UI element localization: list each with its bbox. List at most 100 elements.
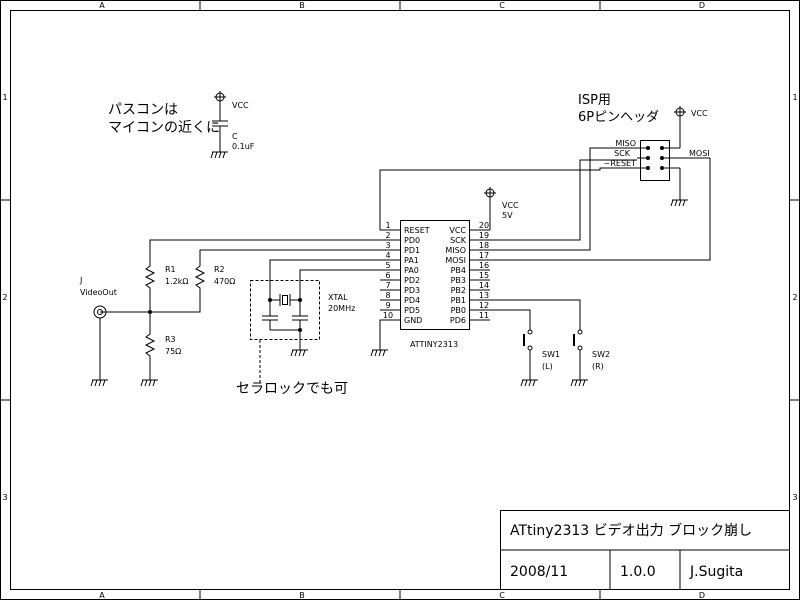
ground-symbol-isp bbox=[670, 199, 688, 207]
bypass-note-line2: マイコンの近くに bbox=[108, 120, 220, 136]
wires bbox=[99, 147, 711, 380]
crystal: XTAL 20MHz bbox=[250, 280, 355, 385]
chip-pin-name: PD2 bbox=[404, 276, 420, 285]
vcc-symbol-cap bbox=[214, 91, 226, 103]
chip-pin-number: 14 bbox=[479, 281, 489, 290]
zone-row-3-right: 3 bbox=[792, 493, 797, 502]
chip-pin-number: 8 bbox=[385, 291, 390, 300]
chip-pin-name: PB0 bbox=[451, 306, 466, 315]
chip-pin-name: PD1 bbox=[404, 246, 420, 255]
r2-value: 470Ω bbox=[214, 277, 235, 286]
cap-ref: C bbox=[232, 132, 238, 141]
zone-col-b-bottom: B bbox=[299, 591, 305, 600]
xtal-value: 20MHz bbox=[328, 304, 355, 313]
chip-pin-name: GND bbox=[404, 316, 422, 325]
isp-sck-label: SCK bbox=[614, 149, 631, 158]
chip-name: ATTINY2313 bbox=[410, 340, 458, 349]
bypass-capacitor: VCC C 0.1uF bbox=[210, 91, 255, 159]
switch-sw2: SW2 (R) bbox=[573, 329, 610, 380]
zone-col-d-bottom: D bbox=[699, 591, 705, 600]
vcc-5v-label: 5V bbox=[502, 211, 513, 220]
sw1-label: (L) bbox=[542, 362, 553, 371]
vcc-label-isp: VCC bbox=[691, 109, 708, 118]
sw2-ref: SW2 bbox=[592, 350, 610, 359]
zone-row-2: 2 bbox=[2, 293, 7, 302]
zone-row-2-right: 2 bbox=[792, 293, 797, 302]
chip-pin-number: 9 bbox=[385, 301, 390, 310]
chip-pin-number: 7 bbox=[385, 281, 390, 290]
zone-col-a: A bbox=[99, 1, 105, 10]
chip-pin-name: PD3 bbox=[404, 286, 420, 295]
title-block: ATtiny2313 ビデオ出力 ブロック崩し 2008/11 1.0.0 J.… bbox=[500, 510, 790, 590]
vcc-label-cap: VCC bbox=[232, 101, 249, 110]
jack-ref: J bbox=[79, 276, 82, 285]
chip-pin-name: PB2 bbox=[451, 286, 466, 295]
bypass-note-line1: パスコンは bbox=[108, 102, 178, 118]
resistor-r1: R1 1.2kΩ bbox=[144, 262, 188, 290]
zone-col-c-bottom: C bbox=[499, 591, 505, 600]
chip-pin-name: PA0 bbox=[404, 266, 419, 275]
chip-pin-name: SCK bbox=[450, 236, 467, 245]
zone-col-a-bottom: A bbox=[99, 591, 105, 600]
chip-pin-name: MOSI bbox=[445, 256, 466, 265]
chip-pin-number: 15 bbox=[479, 271, 489, 280]
chip-pin-number: 6 bbox=[385, 271, 390, 280]
chip-pin-number: 1 bbox=[385, 221, 390, 230]
isp-reset-label: ~RESET bbox=[604, 159, 636, 168]
zone-col-d: D bbox=[699, 1, 705, 10]
zone-row-1: 1 bbox=[2, 93, 7, 102]
resistor-r2: R2 470Ω bbox=[194, 262, 235, 290]
chip-pin-number: 2 bbox=[385, 231, 390, 240]
chip-pin-name: MISO bbox=[445, 246, 466, 255]
chip-pin-number: 16 bbox=[479, 261, 489, 270]
chip-pin-number: 13 bbox=[479, 291, 489, 300]
zone-col-b: B bbox=[299, 1, 305, 10]
chip-pin-name: PA1 bbox=[404, 256, 419, 265]
video-jack: J VideoOut bbox=[79, 276, 117, 319]
chip-pin-name: PD5 bbox=[404, 306, 420, 315]
chip-pin-name: PD0 bbox=[404, 236, 420, 245]
author-text: J.Sugita bbox=[689, 564, 743, 580]
chip-pin-number: 10 bbox=[383, 311, 393, 320]
chip-pin-number: 11 bbox=[479, 311, 489, 320]
switch-sw1: SW1 (L) bbox=[523, 329, 560, 380]
vcc-symbol-isp bbox=[674, 106, 686, 118]
ground-symbol bbox=[90, 379, 108, 387]
vcc-label-chip: VCC bbox=[502, 201, 519, 210]
r1-value: 1.2kΩ bbox=[165, 277, 188, 286]
chip-pin-number: 5 bbox=[385, 261, 390, 270]
isp-note-line1: ISP用 bbox=[578, 93, 611, 108]
isp-header: MISO SCK ~RESET MOSI VCC bbox=[604, 106, 710, 207]
chip-pin-number: 3 bbox=[385, 241, 390, 250]
r3-ref: R3 bbox=[165, 335, 176, 344]
ground-symbol-cap bbox=[210, 151, 228, 159]
chip-pin-name: PD6 bbox=[450, 316, 466, 325]
ground-symbol bbox=[290, 349, 308, 357]
xtal-ref: XTAL bbox=[328, 293, 348, 302]
chip-pin-name: PB1 bbox=[451, 296, 466, 305]
cap-value: 0.1uF bbox=[232, 142, 255, 151]
sw1-ref: SW1 bbox=[542, 350, 560, 359]
zone-row-1-right: 1 bbox=[792, 93, 797, 102]
chip-pin-number: 20 bbox=[479, 221, 489, 230]
chip-pin-number: 12 bbox=[479, 301, 489, 310]
isp-mosi-label: MOSI bbox=[689, 149, 710, 158]
ceramic-note: セラロックでも可 bbox=[236, 381, 348, 397]
ground-symbol bbox=[140, 379, 158, 387]
ground-symbol bbox=[570, 379, 588, 387]
zone-col-c: C bbox=[499, 1, 505, 10]
resistor-r3: R3 75Ω bbox=[144, 330, 181, 360]
zone-row-3: 3 bbox=[2, 493, 7, 502]
r1-ref: R1 bbox=[165, 265, 176, 274]
chip-pin-name: PB4 bbox=[451, 266, 466, 275]
junction-dot bbox=[148, 310, 152, 314]
chip-pin-name: RESET bbox=[404, 226, 430, 235]
chip-pin-number: 18 bbox=[479, 241, 489, 250]
ground-symbol bbox=[520, 379, 538, 387]
chip-pin-number: 4 bbox=[385, 251, 390, 260]
chip-pin-name: PB3 bbox=[451, 276, 466, 285]
chip-pin-name: PD4 bbox=[404, 296, 420, 305]
